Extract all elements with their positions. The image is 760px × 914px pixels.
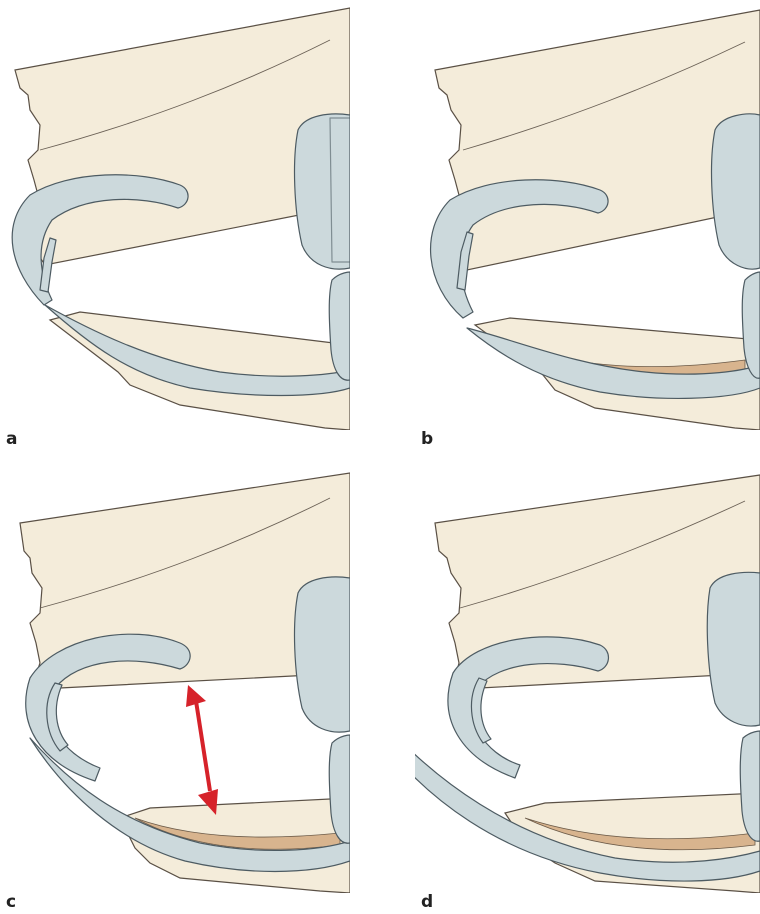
anatomy-drawing-d [415, 463, 760, 893]
side-cartilage-upper [712, 114, 760, 269]
panel-label: d [421, 892, 433, 912]
upper-tissue [435, 10, 760, 270]
panel-a: a [0, 0, 380, 451]
anatomy-drawing-c [0, 463, 350, 893]
side-cartilage-edge [330, 118, 350, 262]
double-headed-arrow [186, 685, 218, 815]
panel-label: c [6, 892, 16, 912]
panel-label: b [421, 429, 433, 449]
anatomy-drawing-a [0, 0, 350, 430]
panel-label: a [6, 429, 17, 449]
panel-c: c [0, 463, 380, 914]
panel-d: d [415, 463, 760, 914]
anatomy-drawing-b [415, 0, 760, 430]
side-cartilage-upper [295, 577, 350, 732]
side-cartilage-upper [707, 572, 760, 726]
panel-b: b [415, 0, 760, 451]
arrow-head-top [186, 685, 206, 707]
